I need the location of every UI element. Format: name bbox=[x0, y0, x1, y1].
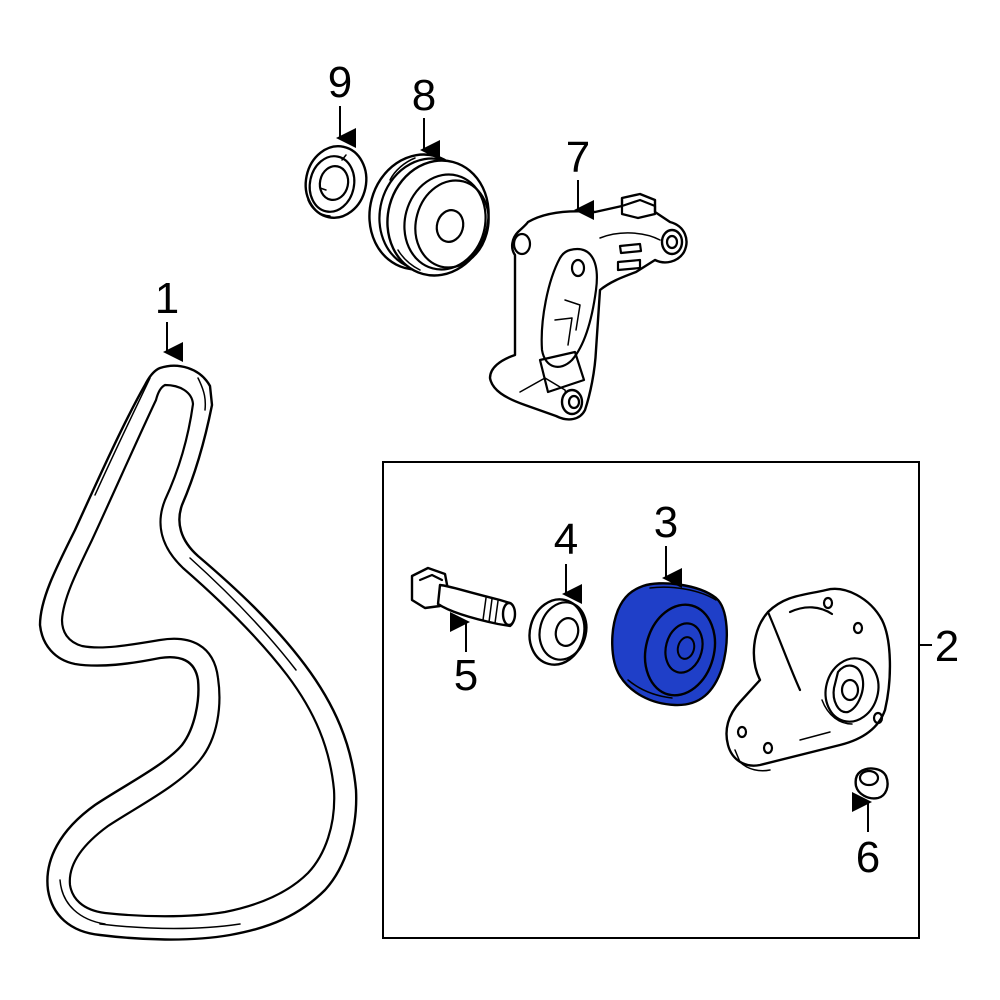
bracket-part-7[interactable] bbox=[488, 192, 688, 421]
tensioner-assembly-box bbox=[382, 461, 920, 939]
dust-cover-part-4[interactable] bbox=[522, 593, 592, 671]
callout-3-label: 3 bbox=[654, 498, 678, 547]
idler-cover-part-9[interactable] bbox=[299, 141, 373, 224]
bolt-part-5[interactable] bbox=[410, 566, 517, 628]
idler-pulley-part-8[interactable] bbox=[357, 143, 502, 287]
callout-1-label: 1 bbox=[155, 274, 179, 323]
callout-9: 9 bbox=[328, 58, 356, 148]
callout-2: 2 bbox=[919, 622, 959, 671]
callout-4-label: 4 bbox=[554, 515, 578, 564]
tensioner-pulley-part-3[interactable] bbox=[611, 582, 728, 707]
callout-9-label: 9 bbox=[328, 58, 352, 107]
callout-8-label: 8 bbox=[412, 71, 436, 120]
callout-2-label: 2 bbox=[935, 622, 959, 671]
callout-3: 3 bbox=[654, 498, 682, 588]
callout-5-label: 5 bbox=[454, 651, 478, 700]
tensioner-base[interactable] bbox=[725, 587, 892, 772]
callout-7: 7 bbox=[566, 133, 594, 220]
callout-5: 5 bbox=[450, 612, 478, 700]
belt-part-1[interactable] bbox=[38, 364, 358, 941]
cap-part-6[interactable] bbox=[854, 767, 889, 800]
callout-7-label: 7 bbox=[566, 133, 590, 182]
callout-6-label: 6 bbox=[856, 833, 880, 882]
callout-8: 8 bbox=[412, 71, 440, 160]
callout-6: 6 bbox=[852, 792, 880, 882]
callout-1: 1 bbox=[155, 274, 183, 362]
callout-4: 4 bbox=[554, 515, 582, 604]
